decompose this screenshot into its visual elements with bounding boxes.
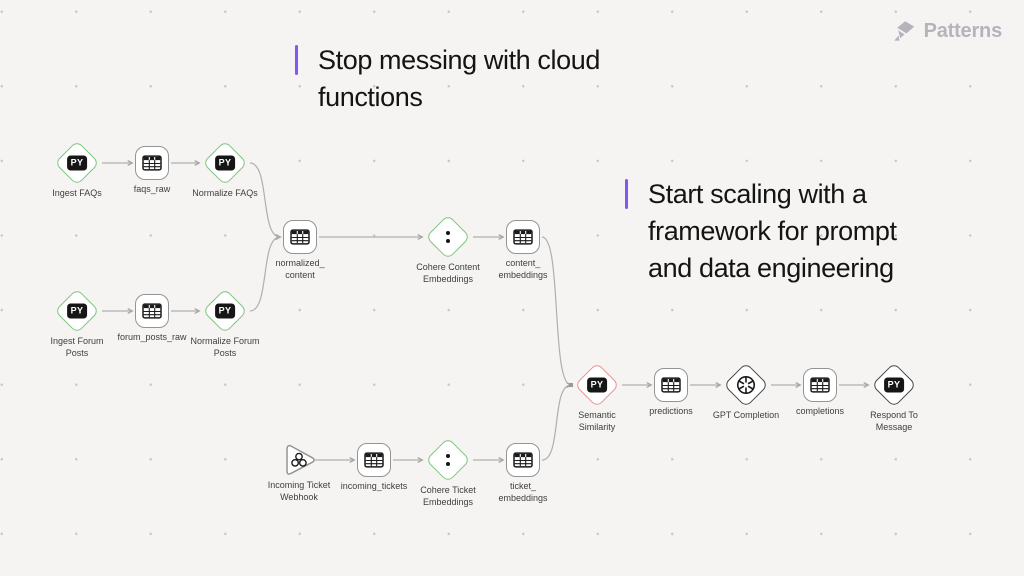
python-icon: PY [215,155,235,171]
node-label: GPT Completion [712,410,780,420]
node-label: content_ embeddings [498,258,548,280]
node-label: Cohere Ticket Embeddings [420,485,476,507]
heading-stop-messing: Stop messing with cloud functions [295,42,647,116]
python-icon: PY [215,303,235,319]
table-icon [142,155,162,171]
accent-bar [295,45,298,75]
table-icon [142,303,162,319]
table-shape [803,368,837,402]
edge-normalize-faqs-to-normalized-content [249,162,282,240]
openai-icon [737,376,755,394]
node-label: forum_posts_raw [117,332,187,342]
heading-start-scaling: Start scaling with a framework for promp… [625,176,947,287]
node-label: Cohere Content Embeddings [416,262,480,284]
patterns-logo-text: Patterns [923,19,1003,42]
edge-content-embeddings-to-semantic-similarity [541,236,573,388]
node-label: Ingest Forum Posts [50,336,104,358]
node-label: faqs_raw [133,184,171,194]
edge-junction-dot [569,383,573,387]
node-label: predictions [649,406,693,416]
heading-text: Start scaling with a framework for promp… [648,179,897,283]
table-icon [513,229,533,245]
cohere-icon [446,231,450,243]
node-label: completions [795,406,845,416]
table-icon [661,377,681,393]
edge-normalize-forum-posts-to-normalized-content [249,234,282,312]
python-icon: PY [67,303,87,319]
webhook-icon [291,452,307,467]
table-icon [513,452,533,468]
python-icon: PY [67,155,87,171]
node-label: Respond To Message [870,410,918,432]
node-label: Normalize FAQs [192,188,258,198]
python-icon: PY [587,377,607,393]
node-label: incoming_tickets [340,481,408,491]
table-icon [810,377,830,393]
node-label: ticket_ embeddings [498,481,548,503]
patterns-logo-icon [893,21,914,41]
node-label: Ingest FAQs [52,188,102,198]
node-label: Semantic Similarity [578,410,616,432]
table-icon [290,229,310,245]
node-label: Incoming Ticket Webhook [267,480,331,502]
python-icon: PY [884,377,904,393]
edge-ticket-embeddings-to-semantic-similarity [541,382,573,461]
accent-bar [625,179,628,209]
node-label: normalized_ content [275,258,325,280]
heading-text: Stop messing with cloud functions [318,45,600,112]
patterns-logo: Patterns [890,19,1002,43]
node-label: Normalize Forum Posts [190,336,260,358]
cohere-icon [446,454,450,466]
table-icon [364,452,384,468]
